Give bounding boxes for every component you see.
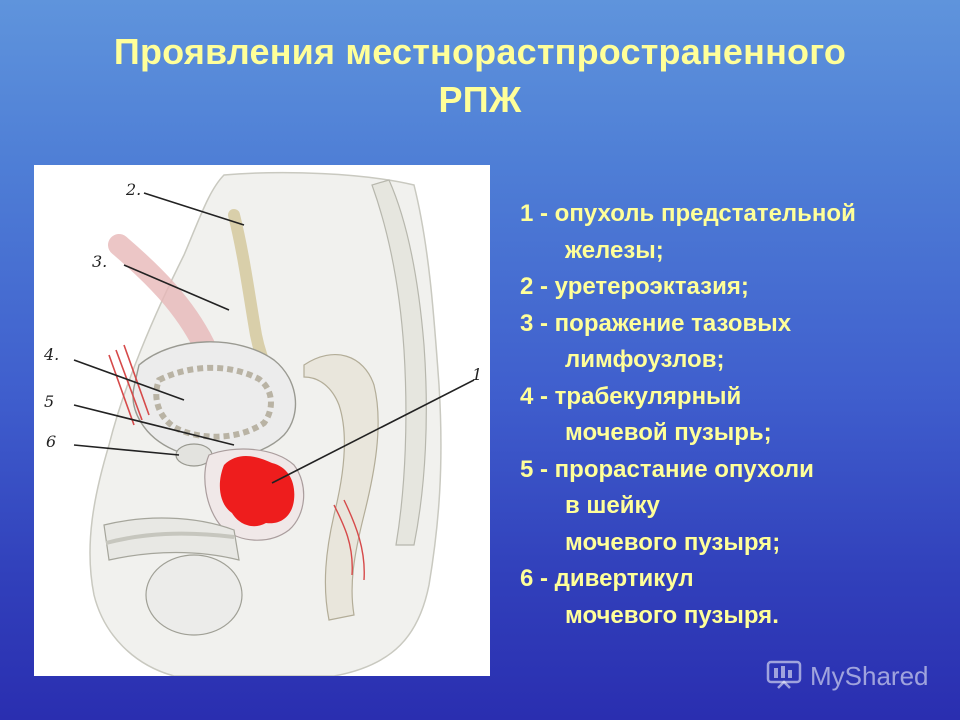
urethra — [105, 531, 235, 545]
legend-item-4-line-1: 4 - трабекулярный — [520, 382, 742, 410]
red-vessel-right — [333, 499, 365, 581]
figure-label-4: 4. — [43, 345, 59, 364]
legend-item-4: 4 - трабекулярный мочевой пузырь; — [520, 379, 950, 452]
watermark-text: MyShared — [810, 661, 929, 691]
figure-label-2: 2. — [125, 180, 141, 199]
sacrum — [371, 179, 427, 546]
legend-item-3: 3 - поражение тазовых лимфоузлов; — [520, 306, 950, 379]
legend-item-5-line-1: 5 - прорастание опухоли — [520, 455, 814, 483]
legend-item-2-line-1: 2 - уретероэктазия; — [520, 273, 749, 300]
testis — [145, 554, 243, 636]
figure-label-3: 3. — [92, 252, 107, 271]
legend-list: 1 - опухоль предстательной железы; 2 - у… — [520, 196, 950, 634]
presentation-board-icon — [766, 660, 802, 689]
anatomy-illustration: 2. 3. 4. 5 6 1 — [34, 165, 490, 676]
figure-label-5: 5 — [44, 392, 54, 411]
legend-item-3-line-2: лимфоузлов; — [565, 346, 725, 373]
legend-item-1-line-1: 1 - опухоль предстательной — [520, 200, 856, 227]
rectum — [303, 354, 379, 621]
bladder — [132, 341, 297, 460]
trabeculated-bladder-wall — [153, 364, 274, 440]
figure-label-6: 6 — [46, 432, 56, 451]
figure-label-1: 1 — [472, 365, 482, 384]
prostate-tumor — [219, 456, 295, 527]
legend-item-4-line-2: мочевой пузырь; — [565, 419, 772, 446]
legend-item-6-line-1: 6 - дивертикул — [520, 565, 694, 592]
legend-item-6: 6 - дивертикул мочевого пузыря. — [520, 561, 950, 634]
penis — [103, 517, 240, 561]
slide-title-line-2: РПЖ — [438, 79, 522, 120]
legend-item-5-line-2: в шейку — [565, 492, 660, 519]
legend-item-3-line-1: 3 - поражение тазовых — [520, 309, 792, 337]
legend-item-5-line-3: мочевого пузыря; — [565, 528, 781, 556]
myshared-watermark: MyShared — [766, 656, 946, 696]
legend-item-6-line-2: мочевого пузыря. — [565, 601, 779, 629]
legend-item-5: 5 - прорастание опухоли в шейку мочевого… — [520, 452, 950, 562]
label-lines — [73, 192, 475, 484]
legend-item-1: 1 - опухоль предстательной железы; — [520, 196, 950, 269]
slide-title: Проявления местнорастпространенного РПЖ — [0, 28, 960, 124]
legend-item-2: 2 - уретероэктазия; — [520, 269, 950, 306]
legend-item-1-line-2: железы; — [565, 236, 664, 264]
slide-title-line-1: Проявления местнорастпространенного — [113, 31, 847, 72]
red-vessel-left — [108, 344, 150, 426]
